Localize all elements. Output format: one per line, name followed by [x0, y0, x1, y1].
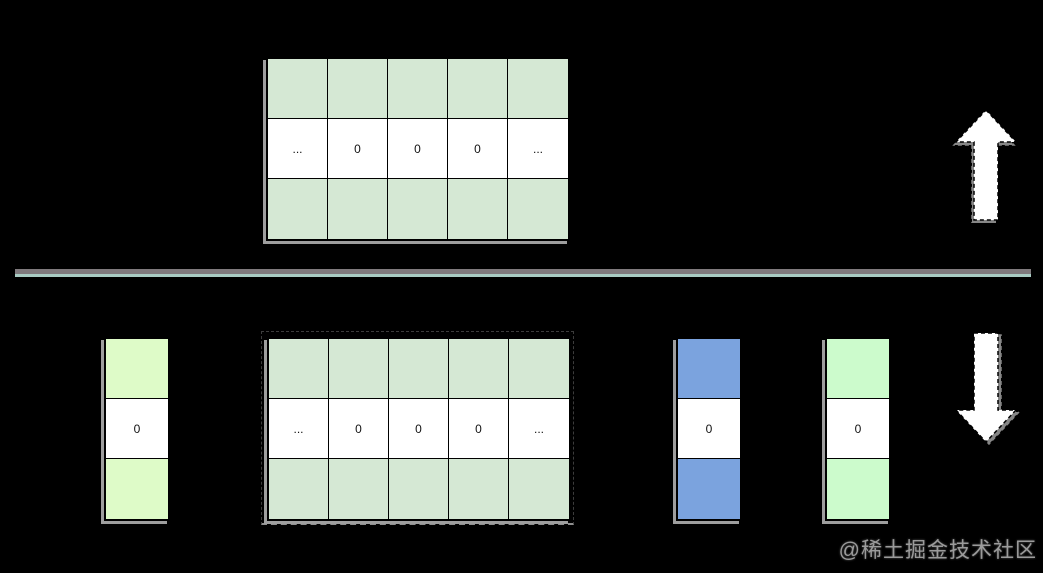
juejin-watermark: @稀土掘金技术社区 [838, 539, 1037, 562]
grid-cell [328, 179, 388, 239]
grid-cell [388, 179, 448, 239]
divider-teal-bar [15, 274, 1031, 277]
grid-cell-value: ... [508, 119, 568, 179]
grid-cell-value: 0 [388, 119, 448, 179]
grid-cell [328, 59, 388, 119]
embedding-table-bottom: ... 0 0 0 ... [267, 337, 571, 521]
grid-cell [268, 179, 328, 239]
column-cell [106, 459, 168, 519]
grid-cell [508, 59, 568, 119]
grid-cell [448, 179, 508, 239]
grid-cell-value: ... [509, 399, 569, 459]
grid-cell [269, 339, 329, 399]
grid-cell-value: 0 [389, 399, 449, 459]
grid-cell [449, 339, 509, 399]
divider-gray-bar [15, 269, 1031, 274]
grid-cell-value: 0 [449, 399, 509, 459]
grid-cell [509, 339, 569, 399]
grid-cell [269, 459, 329, 519]
grid-cell [509, 459, 569, 519]
embedding-table-top: ... 0 0 0 ... [266, 57, 570, 241]
grid-cell [329, 339, 389, 399]
mint-vector-column: 0 [825, 337, 891, 521]
grid-cell-value: 0 [328, 119, 388, 179]
grid-cell [388, 59, 448, 119]
grid-cell-value: 0 [448, 119, 508, 179]
grid-cell [329, 459, 389, 519]
column-cell [106, 339, 168, 399]
grid-cell [389, 339, 449, 399]
grid-cell [268, 59, 328, 119]
grid-cell [448, 59, 508, 119]
lime-vector-column: 0 [104, 337, 170, 521]
grid-cell-value: ... [269, 399, 329, 459]
column-cell [827, 339, 889, 399]
column-cell-value: 0 [106, 399, 168, 459]
grid-cell [389, 459, 449, 519]
column-cell [678, 339, 740, 399]
grid-cell-value: ... [268, 119, 328, 179]
grid-cell-value: 0 [329, 399, 389, 459]
down-arrow-icon [950, 330, 1022, 445]
column-cell-value: 0 [678, 399, 740, 459]
column-cell-value: 0 [827, 399, 889, 459]
grid-cell [449, 459, 509, 519]
blue-vector-column: 0 [676, 337, 742, 521]
section-divider [15, 269, 1031, 277]
grid-cell [508, 179, 568, 239]
column-cell [827, 459, 889, 519]
column-cell [678, 459, 740, 519]
up-arrow-icon [950, 107, 1022, 223]
